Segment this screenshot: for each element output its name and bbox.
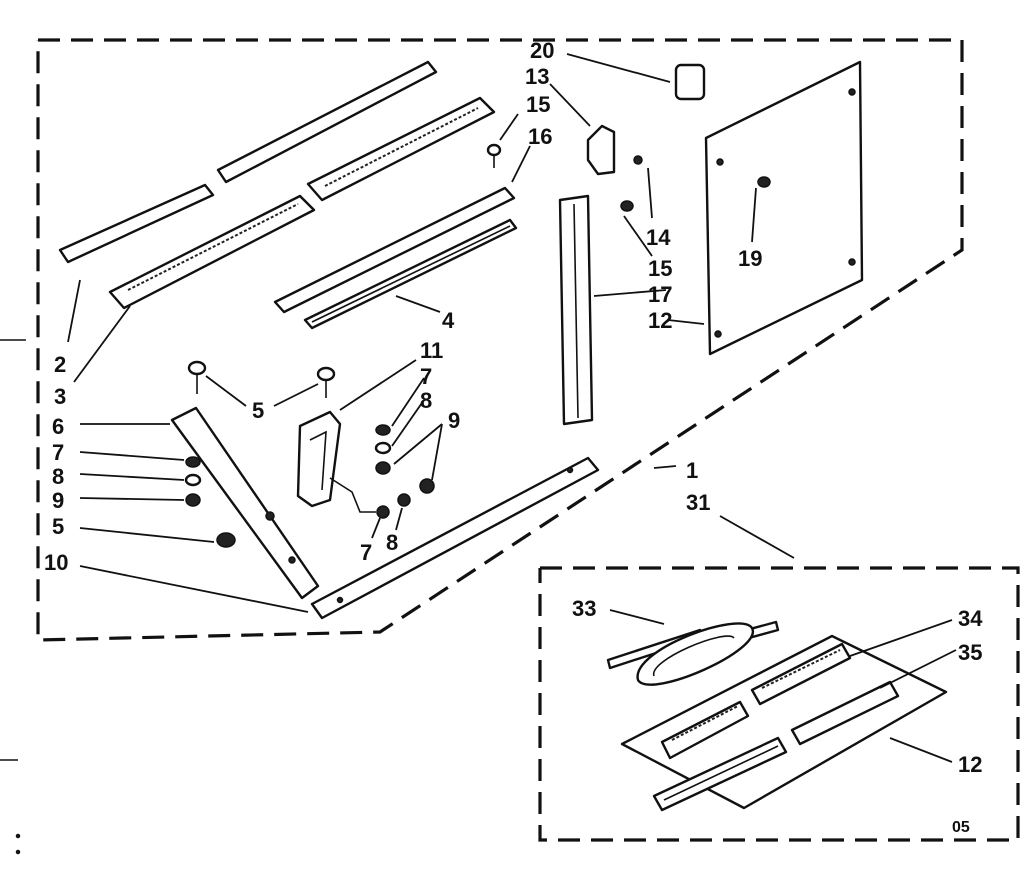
callout-15-mid: 15 [648, 256, 672, 281]
callout-31: 31 [686, 490, 710, 515]
callout-2: 2 [54, 352, 66, 377]
drawing-code: 05 [952, 819, 970, 836]
callout-13: 13 [525, 64, 549, 89]
callout-9-left: 9 [52, 488, 64, 513]
callout-6: 6 [52, 414, 64, 439]
panel-part-12 [704, 60, 864, 356]
callout-16: 16 [528, 124, 552, 149]
callout-10: 10 [44, 550, 68, 575]
callout-7-right: 7 [420, 364, 432, 389]
callout-4: 4 [442, 308, 455, 333]
callout-7-left: 7 [52, 440, 64, 465]
callout-34: 34 [958, 606, 983, 631]
subkit-boundary [538, 566, 1020, 842]
hardware-stack-left [184, 456, 202, 507]
leader-lines [67, 53, 957, 763]
angle-rail-part-16 [273, 186, 516, 314]
angle-rail-part-4 [303, 218, 518, 330]
callout-5-top: 5 [252, 398, 264, 423]
callout-7-lower: 7 [360, 540, 372, 565]
callout-12-panel: 12 [648, 308, 672, 333]
post-part-17 [558, 194, 634, 426]
main-kit-boundary [36, 38, 964, 642]
callout-8-right: 8 [420, 388, 432, 413]
callout-1: 1 [686, 458, 698, 483]
clip-bracket-part-11 [296, 410, 342, 508]
screw-part-15-top [486, 143, 502, 168]
channel-part-35 [652, 680, 900, 812]
screw-part-5-right [316, 366, 336, 398]
seal-part-33-loop [636, 622, 754, 686]
hardware-stack-lower [329, 477, 435, 519]
lower-bar-part-10 [310, 456, 600, 620]
callout-12-subkit: 12 [958, 752, 982, 777]
callout-8-lower: 8 [386, 530, 398, 555]
callout-33: 33 [572, 596, 596, 621]
bracket-part-13 [586, 124, 643, 176]
screw-part-5-left [187, 360, 207, 394]
top-rail-part-2 [58, 60, 438, 264]
margin-marks [0, 339, 26, 855]
block-part-20 [674, 63, 706, 101]
callout-8-left: 8 [52, 464, 64, 489]
callout-17: 17 [648, 282, 672, 307]
callout-20: 20 [530, 38, 554, 63]
callout-19: 19 [738, 246, 762, 271]
callout-3: 3 [54, 384, 66, 409]
callout-15-top: 15 [526, 92, 550, 117]
channel-rail-part-3 [108, 96, 496, 310]
callout-5-left: 5 [52, 514, 64, 539]
callout-14: 14 [646, 225, 671, 250]
hardware-stack-right [374, 424, 392, 475]
foam-part-34 [660, 642, 852, 760]
screw-part-5-lower [216, 532, 236, 548]
callout-9-right: 9 [448, 408, 460, 433]
support-arm-part-6 [170, 406, 320, 600]
callout-11: 11 [420, 338, 443, 363]
callout-35: 35 [958, 640, 982, 665]
callout-labels: 20 13 15 16 14 15 17 12 19 2 3 4 11 7 8 … [44, 38, 983, 836]
